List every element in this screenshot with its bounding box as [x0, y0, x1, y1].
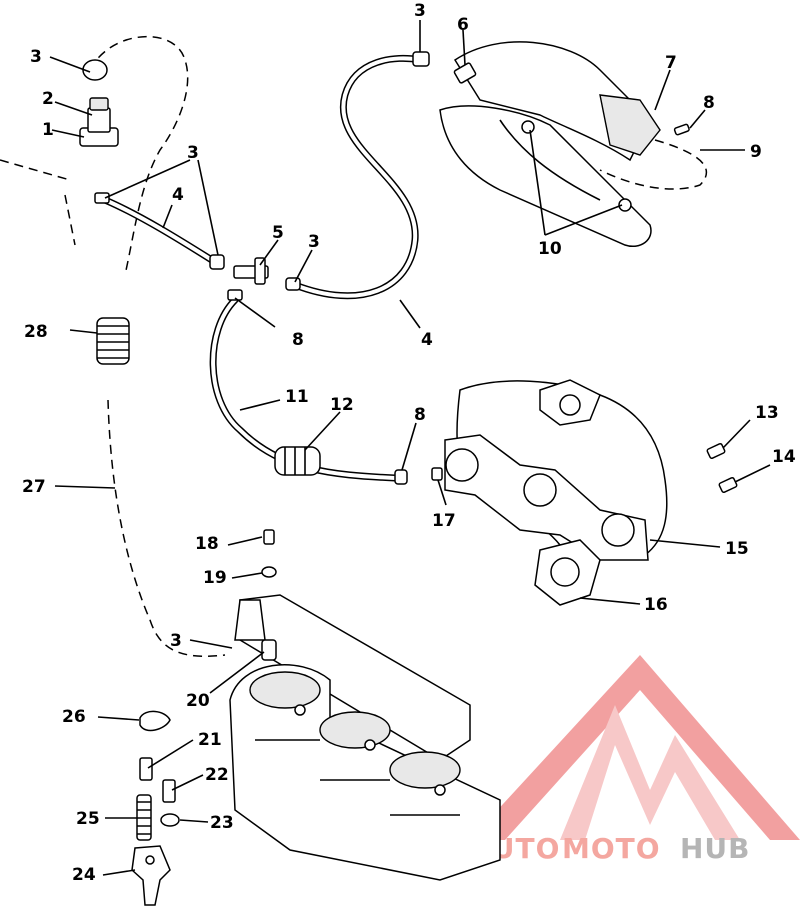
- housing-24: [131, 845, 171, 906]
- label-5: 5: [272, 223, 284, 243]
- clamp-8-lower: [394, 469, 408, 485]
- fittings-lower-left: [131, 710, 180, 906]
- washer-19: [261, 566, 277, 578]
- cylinder-head-3: [389, 751, 461, 789]
- watermark-logo: AUTO MOTO HUB: [470, 655, 800, 865]
- grommet-12: [274, 446, 321, 476]
- pipe-lower-section: [439, 105, 652, 247]
- cylinder-head-1: [249, 671, 321, 709]
- elbow-fitting-2: [87, 107, 111, 133]
- gasket-26: [139, 710, 171, 732]
- hose-end-fitting: [94, 192, 110, 204]
- cylinder-head-2: [319, 711, 391, 749]
- watermark-triangle-outer: [470, 655, 800, 840]
- fitting-6: [453, 62, 477, 84]
- label-11: 11: [285, 387, 309, 407]
- label-13: 13: [755, 403, 779, 423]
- bolt-13: [706, 442, 726, 460]
- label-1: 1: [42, 120, 54, 140]
- label-25: 25: [76, 809, 100, 829]
- port-3: [601, 513, 635, 547]
- fitting-20: [261, 639, 277, 661]
- label-3-hose-left: 3: [187, 143, 199, 163]
- pipe-outline-9: [599, 139, 708, 190]
- label-26: 26: [62, 707, 86, 727]
- label-8-upper: 8: [292, 330, 304, 350]
- part-labels: 3 2 1 3 4 5 3 8 4 3 6 7 8 9 10 11 12 8 1…: [22, 1, 796, 885]
- label-28: 28: [24, 322, 48, 342]
- label-8-top: 8: [703, 93, 715, 113]
- clamp-3-tee-left: [209, 254, 225, 270]
- label-22: 22: [205, 765, 229, 785]
- sensor-21: [139, 757, 153, 781]
- label-20: 20: [186, 691, 210, 711]
- watermark-word-moto: MOTO: [562, 832, 661, 865]
- bellows-28: [96, 317, 130, 365]
- reference-line-b: [64, 194, 76, 246]
- screw-22: [162, 779, 176, 803]
- washer-23: [160, 813, 180, 827]
- label-4-right: 4: [421, 330, 433, 350]
- clamp-3-tee-right: [285, 277, 301, 291]
- label-6: 6: [457, 15, 469, 35]
- exhaust-manifold-15: [444, 379, 668, 561]
- label-17: 17: [432, 511, 456, 531]
- bolt-14: [718, 476, 738, 494]
- reference-outline-left: [89, 35, 189, 276]
- label-3-top: 3: [414, 1, 426, 21]
- engine-block: [229, 529, 501, 881]
- label-8-lower: 8: [414, 405, 426, 425]
- clamp-3-top: [412, 51, 430, 67]
- mount-10-a: [521, 120, 535, 134]
- clamp-8-upper: [227, 289, 243, 301]
- label-3-lower: 3: [170, 631, 182, 651]
- label-14: 14: [772, 447, 796, 467]
- label-16: 16: [644, 595, 668, 615]
- label-3-top-left: 3: [30, 47, 42, 67]
- label-24: 24: [72, 865, 96, 885]
- label-23: 23: [210, 813, 234, 833]
- label-21: 21: [198, 730, 222, 750]
- port-1: [445, 448, 479, 482]
- stud-17: [431, 467, 443, 481]
- label-19: 19: [203, 568, 227, 588]
- fitting-1-2-3: [79, 59, 119, 147]
- watermark-triangle-inner: [560, 705, 740, 840]
- label-15: 15: [725, 539, 749, 559]
- reference-line-a: [0, 159, 71, 181]
- port-2: [523, 473, 557, 507]
- label-7: 7: [665, 53, 677, 73]
- drain-hose-27: [107, 399, 226, 657]
- label-27: 27: [22, 477, 46, 497]
- screw-18: [263, 529, 275, 545]
- tee-fitting-5: [233, 257, 269, 285]
- label-9: 9: [750, 142, 762, 162]
- hose-4-right: [291, 54, 424, 300]
- exhaust-pipe-assembly: [439, 41, 690, 247]
- label-2: 2: [42, 89, 54, 109]
- watermark-word-hub: HUB: [680, 832, 751, 865]
- cylinder-block: [229, 663, 501, 881]
- label-18: 18: [195, 534, 219, 554]
- gasket-16: [534, 539, 601, 606]
- label-12: 12: [330, 395, 354, 415]
- label-3-tee-right: 3: [308, 232, 320, 252]
- mount-10-b: [618, 198, 632, 212]
- label-10: 10: [538, 239, 562, 259]
- label-4-left: 4: [172, 185, 184, 205]
- pipe-clamp-7: [599, 94, 661, 156]
- pin-8-top: [673, 123, 690, 136]
- leader-lines: [49, 20, 771, 876]
